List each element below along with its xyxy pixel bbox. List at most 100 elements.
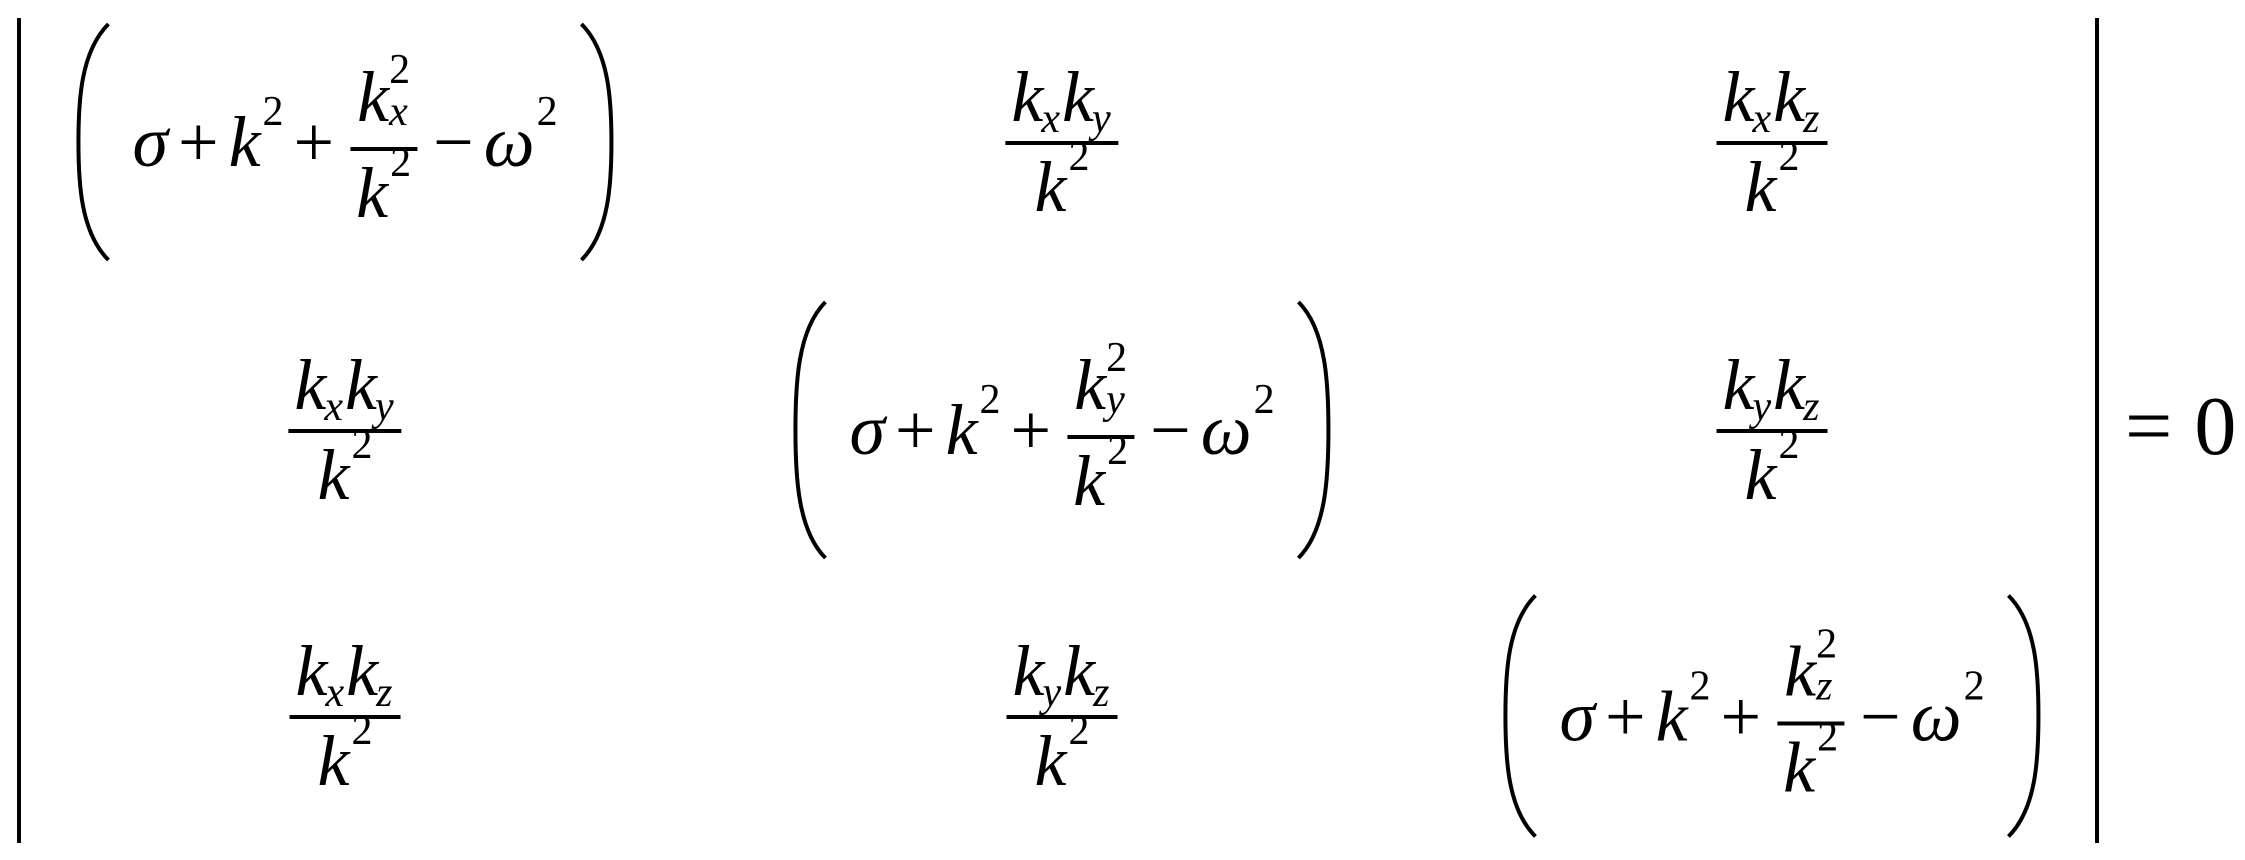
left-paren-icon: [1499, 594, 1539, 839]
subscript: z: [376, 670, 393, 716]
exponent: 2: [1778, 134, 1800, 180]
exponent: 2: [1107, 428, 1129, 474]
omega-symbol: ω: [1910, 676, 1962, 756]
exponent: 2: [1816, 621, 1838, 667]
exponent: 2: [1963, 663, 1985, 709]
k-symbol: k: [1783, 727, 1816, 807]
exponent: 2: [390, 140, 412, 186]
fraction-line: [1777, 721, 1845, 725]
exponent: 2: [1778, 422, 1800, 468]
exponent: 2: [1068, 708, 1090, 754]
fraction-line: [288, 429, 402, 433]
exponent: 2: [1106, 335, 1128, 381]
k-symbol: k: [346, 631, 379, 711]
k-symbol: k: [1744, 435, 1777, 515]
determinant-right-bar: [2095, 18, 2099, 843]
plus-operator: +: [293, 102, 335, 182]
subscript: y: [1042, 670, 1062, 716]
k-symbol: k: [1063, 631, 1096, 711]
left-paren-icon: [72, 22, 112, 262]
k-symbol: k: [945, 390, 978, 470]
subscript: y: [1106, 377, 1125, 423]
plus-operator: +: [894, 390, 936, 470]
k-symbol: k: [317, 435, 350, 515]
fraction-line: [1006, 715, 1118, 719]
k-symbol: k: [1773, 57, 1806, 137]
minus-operator: −: [1860, 676, 1901, 756]
k-symbol: k: [356, 153, 389, 233]
minus-operator: −: [433, 102, 474, 182]
k-symbol: k: [1744, 147, 1777, 227]
k-symbol: k: [357, 57, 390, 137]
omega-symbol: ω: [1200, 390, 1252, 470]
exponent: 2: [351, 708, 373, 754]
fraction-line: [1005, 141, 1119, 145]
exponent: 2: [351, 422, 373, 468]
right-paren-icon: [1295, 300, 1335, 560]
k-symbol: k: [345, 345, 377, 425]
subscript: z: [1803, 96, 1820, 142]
sigma-symbol: σ: [849, 390, 885, 470]
exponent: 2: [1817, 714, 1839, 760]
subscript: z: [1093, 670, 1110, 716]
k-symbol: k: [228, 102, 261, 182]
subscript: y: [1091, 96, 1111, 142]
sigma-symbol: σ: [132, 102, 168, 182]
k-symbol: k: [1012, 631, 1045, 711]
fraction-line: [1716, 429, 1828, 433]
zero-value: 0: [2194, 380, 2237, 473]
exponent: 2: [389, 47, 411, 93]
exponent: 2: [1253, 377, 1275, 423]
subscript: z: [1816, 663, 1833, 709]
subscript: z: [1803, 384, 1820, 430]
subscript: x: [1752, 96, 1772, 142]
subscript: x: [1041, 96, 1060, 142]
k-symbol: k: [1784, 631, 1817, 711]
subscript: x: [325, 670, 345, 716]
k-symbol: k: [1062, 57, 1094, 137]
exponent: 2: [1689, 663, 1711, 709]
right-paren-icon: [2005, 594, 2045, 839]
exponent: 2: [536, 89, 558, 135]
k-symbol: k: [1074, 345, 1107, 425]
determinant-left-bar: [17, 18, 21, 843]
k-symbol: k: [1773, 345, 1806, 425]
k-symbol: k: [1011, 57, 1044, 137]
subscript: y: [1752, 384, 1772, 430]
fraction-line: [350, 147, 418, 151]
minus-operator: −: [1150, 390, 1191, 470]
k-symbol: k: [1722, 57, 1755, 137]
fraction-line: [289, 715, 401, 719]
exponent: 2: [262, 89, 284, 135]
plus-operator: +: [177, 102, 219, 182]
k-symbol: k: [1034, 147, 1067, 227]
subscript: x: [389, 89, 408, 135]
left-paren-icon: [789, 300, 829, 560]
right-paren-icon: [578, 22, 618, 262]
sigma-symbol: σ: [1559, 676, 1595, 756]
exponent: 2: [979, 377, 1001, 423]
omega-symbol: ω: [483, 102, 535, 182]
k-symbol: k: [1034, 721, 1067, 801]
plus-operator: +: [1010, 390, 1052, 470]
fraction-line: [1716, 141, 1828, 145]
plus-operator: +: [1604, 676, 1646, 756]
